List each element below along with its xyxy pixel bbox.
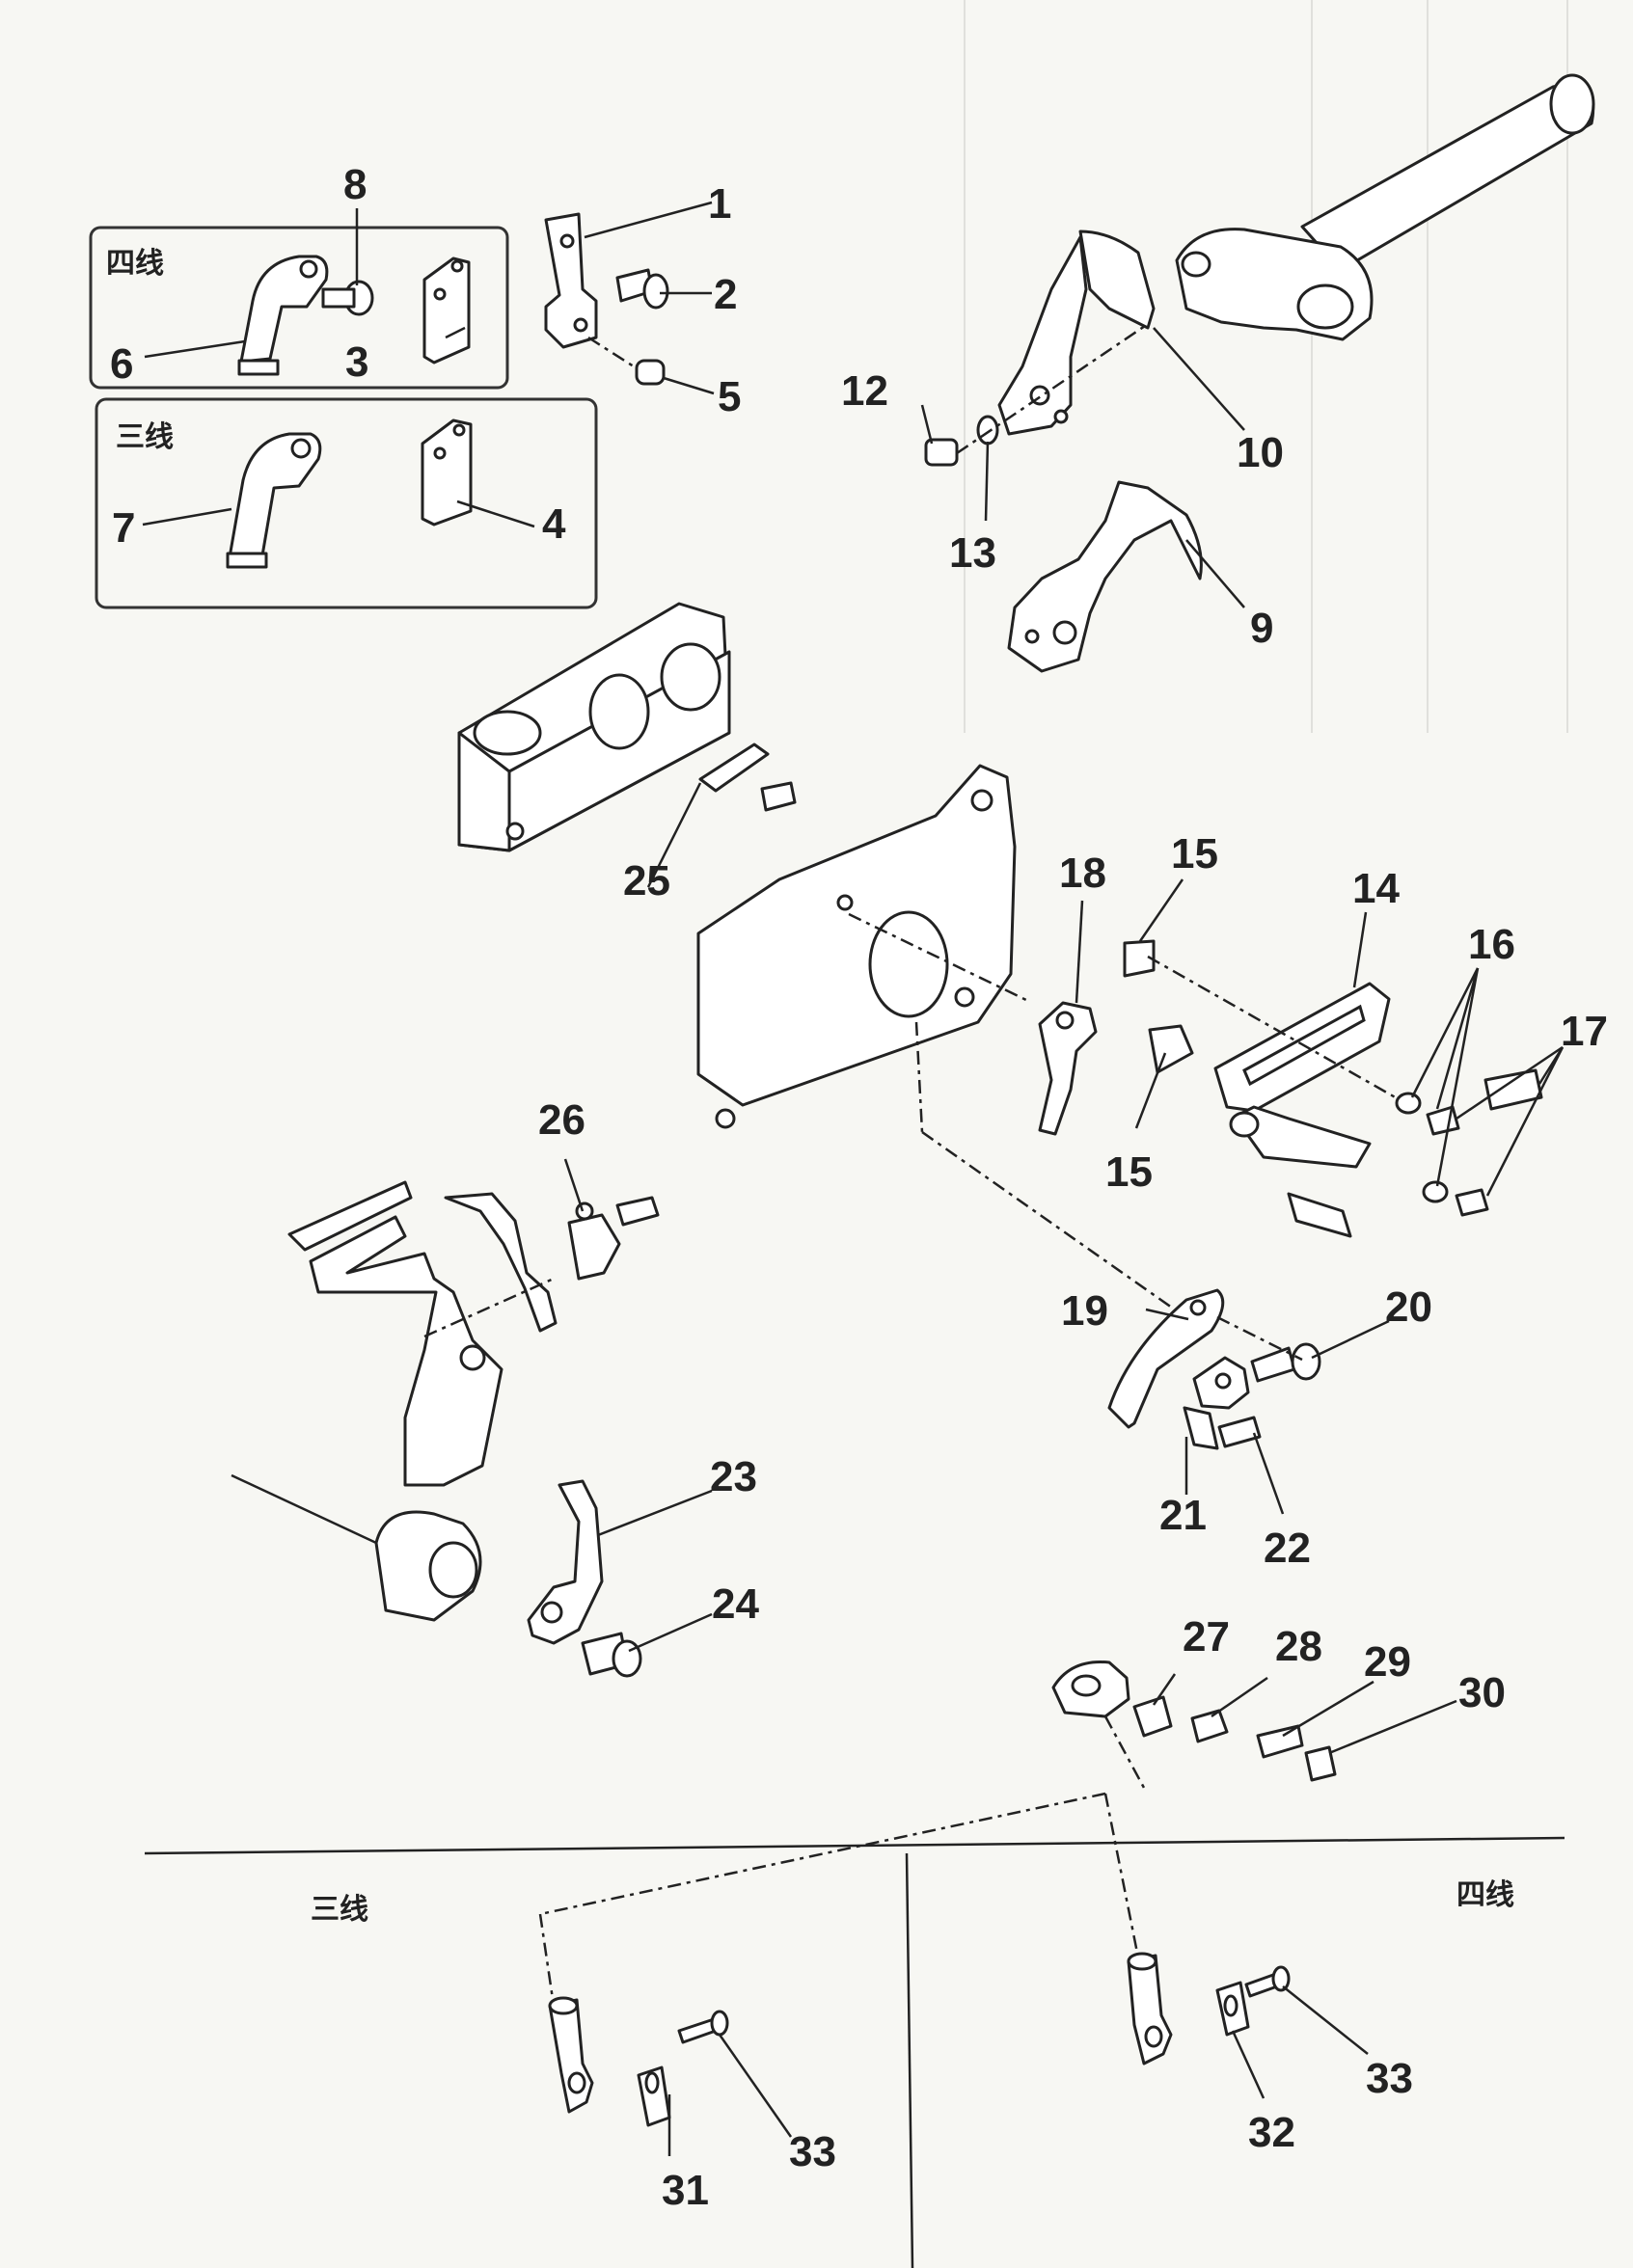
part-4-bracket xyxy=(421,418,473,526)
callout-13: 13 xyxy=(949,529,996,577)
callout-16: 16 xyxy=(1468,921,1515,968)
part-19-lever xyxy=(1107,1288,1225,1429)
callout-4: 4 xyxy=(542,500,566,548)
four-thread-needle-holder xyxy=(1127,1952,1291,2066)
looper-housing-block xyxy=(457,602,797,852)
callout-33-left: 33 xyxy=(789,2128,836,2175)
callout-9: 9 xyxy=(1250,605,1273,652)
callout-7: 7 xyxy=(112,504,135,552)
box-label-three-thread: 三线 xyxy=(116,420,174,454)
part-23-bracket xyxy=(527,1479,604,1645)
part-5-set-screw xyxy=(635,359,666,386)
callout-23: 23 xyxy=(710,1453,757,1500)
part-22-screw xyxy=(1217,1416,1262,1448)
part-26-link xyxy=(444,1192,558,1333)
callout-24: 24 xyxy=(712,1580,759,1628)
part-17-screw-a xyxy=(1426,1105,1460,1136)
lower-looper-arm xyxy=(309,1215,504,1487)
part-30-screw xyxy=(1304,1745,1337,1782)
bottom-section-dividers: 三线 四线 xyxy=(144,1836,1565,2268)
looper-guide-assembly xyxy=(848,912,1543,1238)
three-thread-group-box: 三线 xyxy=(95,397,598,609)
needle-clamp-assembly xyxy=(544,212,669,386)
part-9-upper-looper xyxy=(1007,480,1203,673)
callout-12: 12 xyxy=(841,367,888,415)
part-16-washer-lower xyxy=(1422,1180,1449,1203)
callout-labels: 1 2 3 4 5 6 7 8 9 10 12 13 14 15 15 16 1… xyxy=(110,161,1608,2214)
part-17-screw-c xyxy=(1455,1188,1489,1217)
callout-3: 3 xyxy=(345,338,368,386)
callout-25: 25 xyxy=(623,857,670,904)
callout-5: 5 xyxy=(718,373,741,420)
callout-8: 8 xyxy=(343,161,367,208)
callout-2: 2 xyxy=(714,271,737,318)
part-15-lower-clip xyxy=(1148,1024,1194,1074)
looper-spring-10 xyxy=(1078,230,1156,330)
three-thread-needle-holder xyxy=(538,1913,729,2127)
part-13-washer xyxy=(976,415,999,446)
callout-10: 10 xyxy=(1237,429,1284,476)
looper-lever-19-assembly xyxy=(1107,1288,1321,1450)
lower-looper-assembly xyxy=(231,1180,660,1622)
callout-29: 29 xyxy=(1364,1638,1411,1686)
needle-guard-assembly xyxy=(539,1660,1337,1958)
part-25-plate xyxy=(698,742,770,793)
callout-15-lower: 15 xyxy=(1105,1148,1153,1196)
part-25-screw xyxy=(760,781,797,812)
callout-20: 20 xyxy=(1385,1283,1432,1331)
section-label-four-thread: 四线 xyxy=(1456,1878,1514,1912)
callout-18: 18 xyxy=(1059,850,1106,897)
callout-30: 30 xyxy=(1458,1669,1506,1716)
callout-32: 32 xyxy=(1248,2109,1295,2156)
part-33-screw-left xyxy=(677,2017,718,2044)
part-17-screw-b xyxy=(1483,1068,1543,1111)
callout-15-upper: 15 xyxy=(1171,830,1218,878)
box-label-four-thread: 四线 xyxy=(106,247,164,281)
callout-14: 14 xyxy=(1352,865,1400,912)
part-6-looper-plate xyxy=(239,255,329,364)
part-29-spring xyxy=(1256,1724,1304,1759)
part-18-lever xyxy=(1038,1001,1098,1136)
callout-22: 22 xyxy=(1264,1525,1311,1572)
callout-19: 19 xyxy=(1061,1287,1108,1335)
center-mounting-plate xyxy=(696,764,1189,1321)
part-27-plate xyxy=(1132,1695,1173,1738)
callout-21: 21 xyxy=(1159,1492,1207,1539)
part-23-24-assembly xyxy=(527,1479,642,1678)
callout-33-right: 33 xyxy=(1366,2055,1413,2102)
mounting-plate xyxy=(696,764,1017,1107)
part-28-plate xyxy=(1190,1709,1229,1743)
callout-1: 1 xyxy=(708,180,731,228)
leader-lines xyxy=(142,201,1565,2156)
callout-31: 31 xyxy=(662,2167,709,2214)
callout-26: 26 xyxy=(538,1096,585,1144)
part-7-looper-plate xyxy=(228,432,322,559)
part-10-upper-looper xyxy=(997,235,1088,436)
callout-28: 28 xyxy=(1275,1623,1322,1670)
upper-shaft-assembly xyxy=(924,73,1595,673)
four-thread-group-box: 四线 xyxy=(89,226,509,390)
four-thread-needle-holder-body xyxy=(1127,1954,1173,2066)
main-shaft xyxy=(1300,83,1595,272)
three-thread-needle-holder-body xyxy=(548,1998,594,2114)
lower-screw xyxy=(1287,1192,1352,1238)
section-label-three-thread: 三线 xyxy=(311,1893,368,1927)
part-16-washer-upper xyxy=(1395,1092,1422,1115)
part-3-bracket xyxy=(422,256,471,364)
part-1-clamp xyxy=(544,212,598,349)
callout-6: 6 xyxy=(110,340,133,388)
part-15-upper-clip xyxy=(1123,939,1156,978)
part-26-bracket xyxy=(567,1213,621,1281)
callout-27: 27 xyxy=(1183,1613,1230,1660)
callout-17: 17 xyxy=(1561,1008,1608,1055)
